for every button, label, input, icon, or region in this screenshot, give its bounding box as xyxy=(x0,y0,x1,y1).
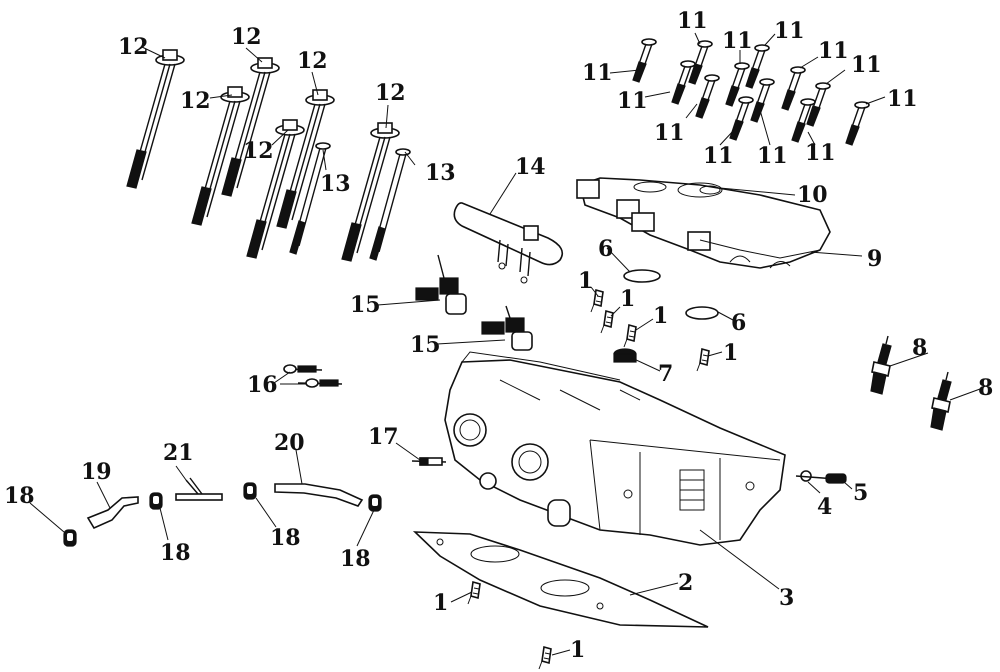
callout-11: 11 xyxy=(818,38,849,64)
dowel-pin xyxy=(600,310,614,334)
callout-17: 17 xyxy=(368,424,399,450)
dowel-pin xyxy=(696,348,710,372)
callout-12: 12 xyxy=(118,34,149,60)
callout-12: 12 xyxy=(243,138,274,164)
callout-13: 13 xyxy=(425,160,456,186)
callout-20: 20 xyxy=(274,430,305,456)
cylinder-head-gasket xyxy=(412,531,709,628)
callout-18: 18 xyxy=(4,483,35,509)
three-way-joint-21 xyxy=(175,477,223,501)
callout-10: 10 xyxy=(797,182,828,208)
callout-18: 18 xyxy=(340,546,371,572)
fuel-injector-a xyxy=(415,254,467,315)
callout-5: 5 xyxy=(853,480,868,506)
stud-17 xyxy=(411,457,447,466)
plug xyxy=(613,348,637,363)
o-ring-6-b xyxy=(685,306,719,320)
callout-11: 11 xyxy=(805,140,836,166)
callout-11: 11 xyxy=(582,60,613,86)
callout-19: 19 xyxy=(81,459,112,485)
bolt-11 xyxy=(632,38,657,83)
callout-2: 2 xyxy=(678,570,693,596)
callout-11: 11 xyxy=(722,28,753,54)
spark-plug-b xyxy=(930,371,952,431)
callout-12: 12 xyxy=(297,48,328,74)
callout-11: 11 xyxy=(757,143,788,169)
callout-11: 11 xyxy=(703,143,734,169)
callout-1: 1 xyxy=(570,637,585,663)
callout-8: 8 xyxy=(912,335,927,361)
bolt-12-a xyxy=(126,49,185,189)
callout-1: 1 xyxy=(723,340,738,366)
callout-12: 12 xyxy=(375,80,406,106)
callout-11: 11 xyxy=(887,86,918,112)
callout-21: 21 xyxy=(163,440,194,466)
callout-1: 1 xyxy=(578,268,593,294)
callout-9: 9 xyxy=(867,246,882,272)
callout-6: 6 xyxy=(731,310,746,336)
callout-6: 6 xyxy=(598,236,613,262)
callout-11: 11 xyxy=(851,52,882,78)
leader-lines xyxy=(29,32,981,656)
bolt-12-b xyxy=(221,57,280,197)
callout-3: 3 xyxy=(779,585,794,611)
hose-20 xyxy=(274,483,364,507)
callout-8: 8 xyxy=(978,375,993,401)
hose-clamp xyxy=(368,494,382,512)
callout-15: 15 xyxy=(410,332,441,358)
callout-7: 7 xyxy=(658,361,673,387)
hose-clamp xyxy=(149,492,163,510)
callout-1: 1 xyxy=(433,590,448,616)
callout-16: 16 xyxy=(247,372,278,398)
callout-18: 18 xyxy=(270,525,301,551)
callout-1: 1 xyxy=(620,286,635,312)
hose-clamp xyxy=(63,529,77,547)
callout-11: 11 xyxy=(654,120,685,146)
bolt-11 xyxy=(845,101,870,146)
dowel-pin xyxy=(623,324,637,348)
callout-11: 11 xyxy=(677,8,708,34)
callout-12: 12 xyxy=(231,24,262,50)
stud-13-b xyxy=(369,148,411,261)
dowel-pin xyxy=(538,646,552,670)
camshaft-holder xyxy=(576,177,831,269)
spark-plug-a xyxy=(870,335,892,395)
callout-18: 18 xyxy=(160,540,191,566)
callout-12: 12 xyxy=(180,88,211,114)
callout-14: 14 xyxy=(515,154,546,180)
callout-15: 15 xyxy=(350,292,381,318)
bolt-5 xyxy=(795,473,847,484)
callout-11: 11 xyxy=(617,88,648,114)
bolts-16 xyxy=(283,364,343,388)
hose-19 xyxy=(86,496,139,530)
cylinder-head xyxy=(444,351,786,546)
callout-13: 13 xyxy=(320,171,351,197)
fuel-injector-b xyxy=(481,305,533,351)
bolt-11 xyxy=(695,74,720,119)
bolt-12-d xyxy=(276,89,335,229)
fuel-rail xyxy=(453,202,564,284)
o-ring-6-a xyxy=(623,269,661,283)
callout-11: 11 xyxy=(774,18,805,44)
hose-clamp xyxy=(243,482,257,500)
callout-1: 1 xyxy=(653,303,668,329)
callout-labels: 12 12 12 12 12 12 13 13 11 11 11 11 11 1… xyxy=(4,8,993,663)
bolt-11 xyxy=(750,78,775,123)
callout-4: 4 xyxy=(817,494,832,520)
